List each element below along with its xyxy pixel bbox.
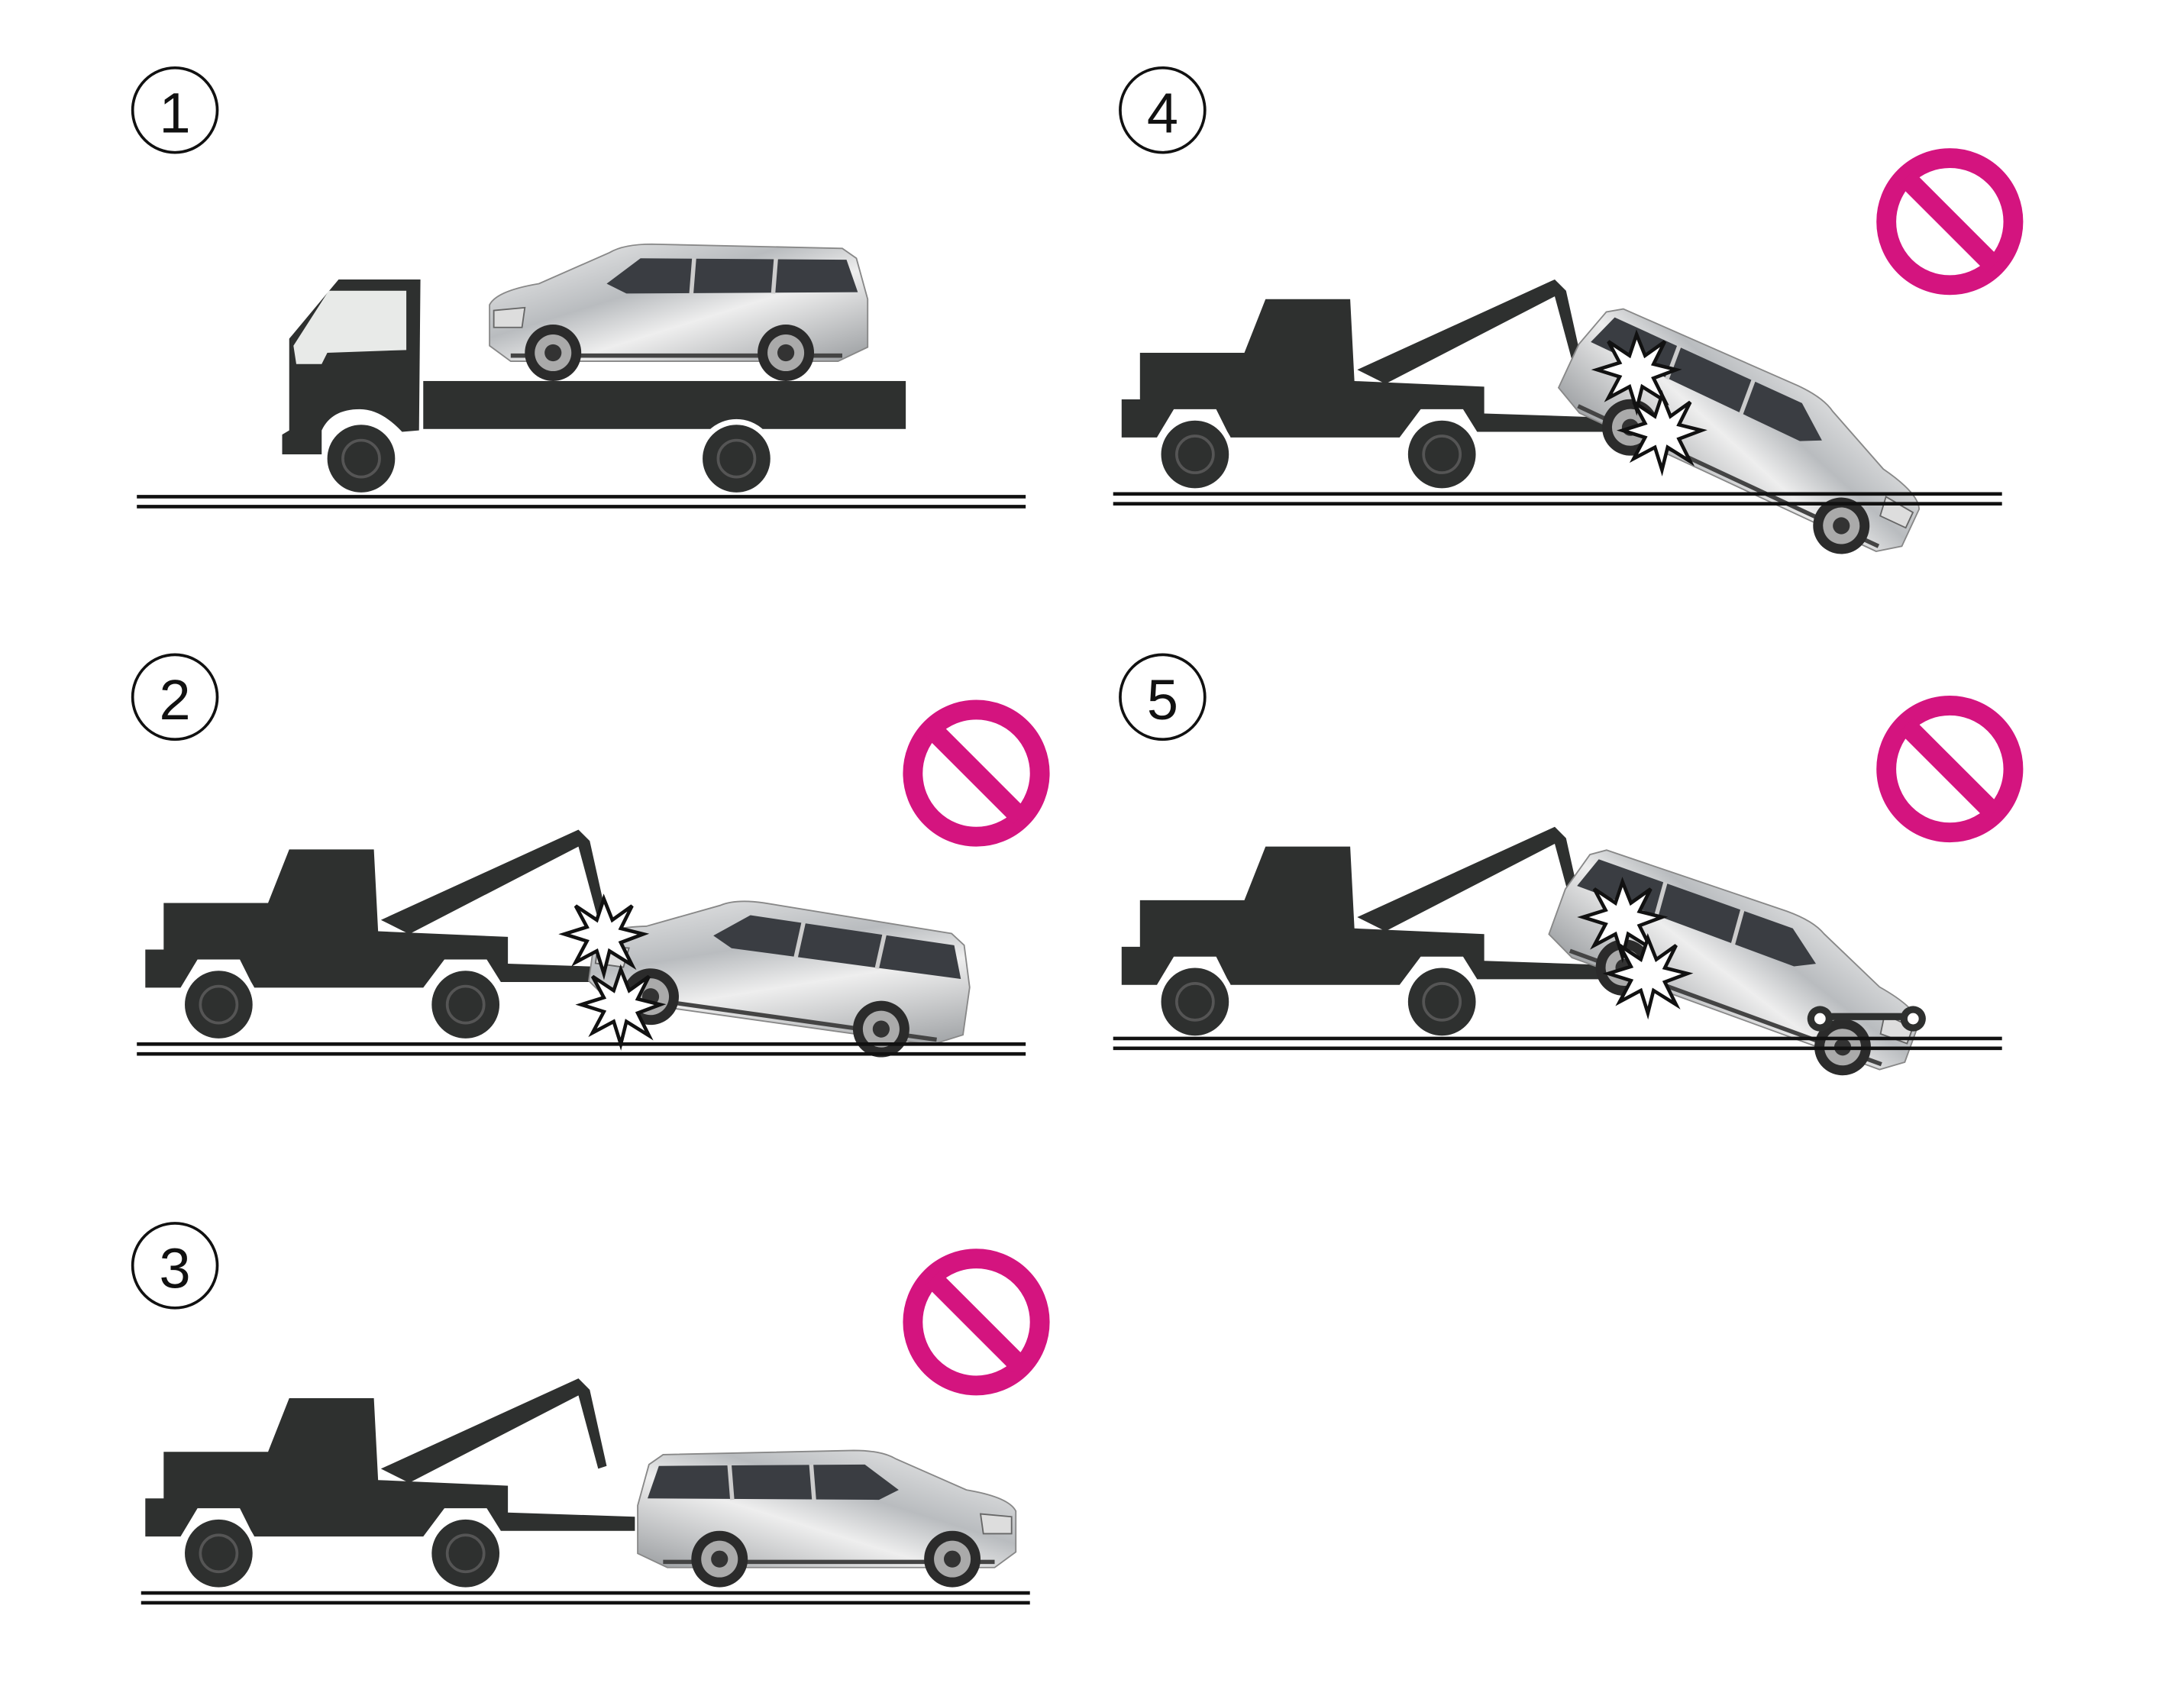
flatbed-truck — [282, 279, 906, 496]
ground-line — [141, 1593, 1030, 1603]
step-number: 4 — [1147, 81, 1178, 144]
step-2-panel: 2 — [131, 653, 1040, 1068]
step-number-badge: 1 — [131, 66, 219, 154]
wrecker-truck — [145, 1378, 635, 1590]
step-number: 3 — [160, 1237, 191, 1300]
minivan — [489, 244, 867, 381]
step-number-badge: 3 — [131, 1222, 219, 1310]
prohibition-sign-icon — [913, 1258, 1039, 1385]
wrecker-truck — [145, 829, 635, 1041]
minivan — [1537, 838, 1940, 1096]
impact-burst-icon — [1623, 395, 1701, 470]
prohibition-sign-icon — [1886, 706, 2013, 832]
step-1-panel: 1 — [131, 66, 1026, 509]
ground-line — [137, 495, 1026, 509]
step-4-panel: 4 — [1113, 66, 2014, 578]
impact-burst-icon — [564, 899, 643, 974]
prohibition-sign-icon — [913, 709, 1039, 836]
impact-burst-icon — [581, 969, 660, 1044]
step-number: 5 — [1147, 668, 1178, 732]
prohibition-sign-icon — [1886, 158, 2013, 285]
wrecker-truck — [1122, 827, 1611, 1039]
impact-burst-icon — [1608, 938, 1687, 1013]
minivan — [584, 880, 977, 1068]
step-number: 2 — [160, 668, 191, 732]
minivan — [638, 1450, 1016, 1587]
step-number-badge: 5 — [1119, 653, 1207, 741]
step-number-badge: 4 — [1119, 66, 1207, 154]
step-number-badge: 2 — [131, 653, 219, 741]
step-3-panel: 3 — [131, 1222, 1040, 1603]
step-number: 1 — [160, 81, 191, 144]
tow-dolly — [1807, 1006, 1926, 1032]
step-5-panel: 5 — [1113, 653, 2014, 1096]
wrecker-truck — [1122, 279, 1611, 491]
minivan — [1544, 294, 1944, 578]
